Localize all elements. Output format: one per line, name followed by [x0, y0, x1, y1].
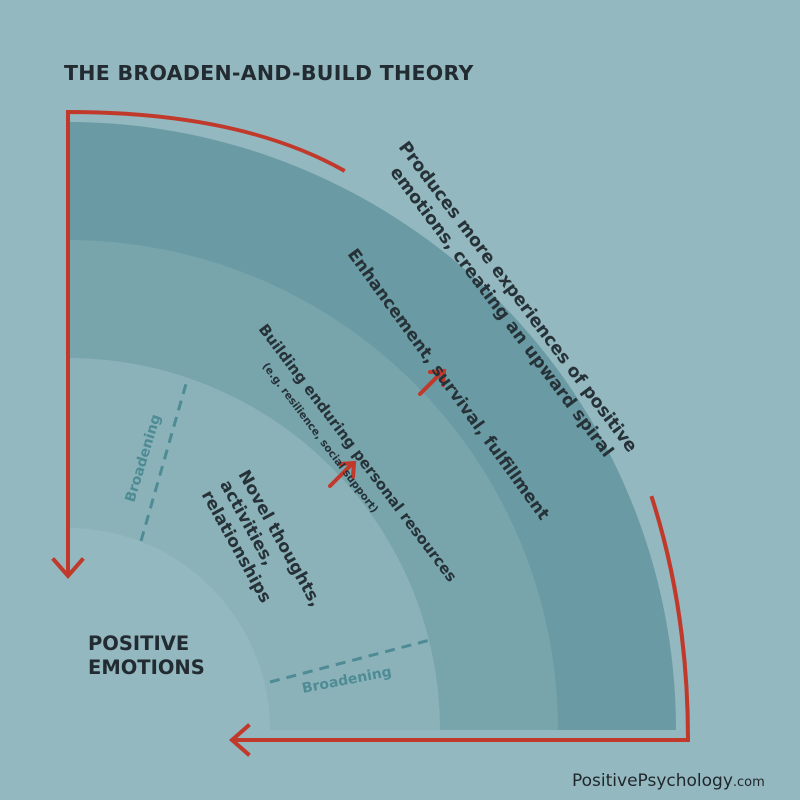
band-positive-emotions-core: [68, 528, 270, 730]
site-credit: PositivePsychology.com: [572, 771, 765, 791]
cycle-arrow-right: [232, 495, 691, 742]
cycle-arrow-top: [66, 109, 346, 576]
core-label-line-2: EMOTIONS: [88, 656, 205, 679]
band-enhancement-building: [68, 240, 558, 730]
core-label-line-1: POSITIVE: [88, 632, 189, 655]
credit-brand: PositivePsychology: [572, 771, 733, 791]
credit-suffix: .com: [733, 775, 765, 790]
arrowhead-down-icon: [51, 557, 85, 580]
core-label: POSITIVE EMOTIONS: [88, 632, 205, 679]
upward-arrow-icon: [418, 368, 447, 396]
broadening-divider-bottom: [269, 638, 431, 684]
band-novel-thoughts: [68, 358, 440, 730]
arrowhead-left-icon: [228, 723, 251, 757]
upward-arrow-icon: [328, 460, 357, 488]
page-title: THE BROADEN-AND-BUILD THEORY: [64, 61, 474, 85]
broadening-divider-top: [139, 383, 188, 542]
